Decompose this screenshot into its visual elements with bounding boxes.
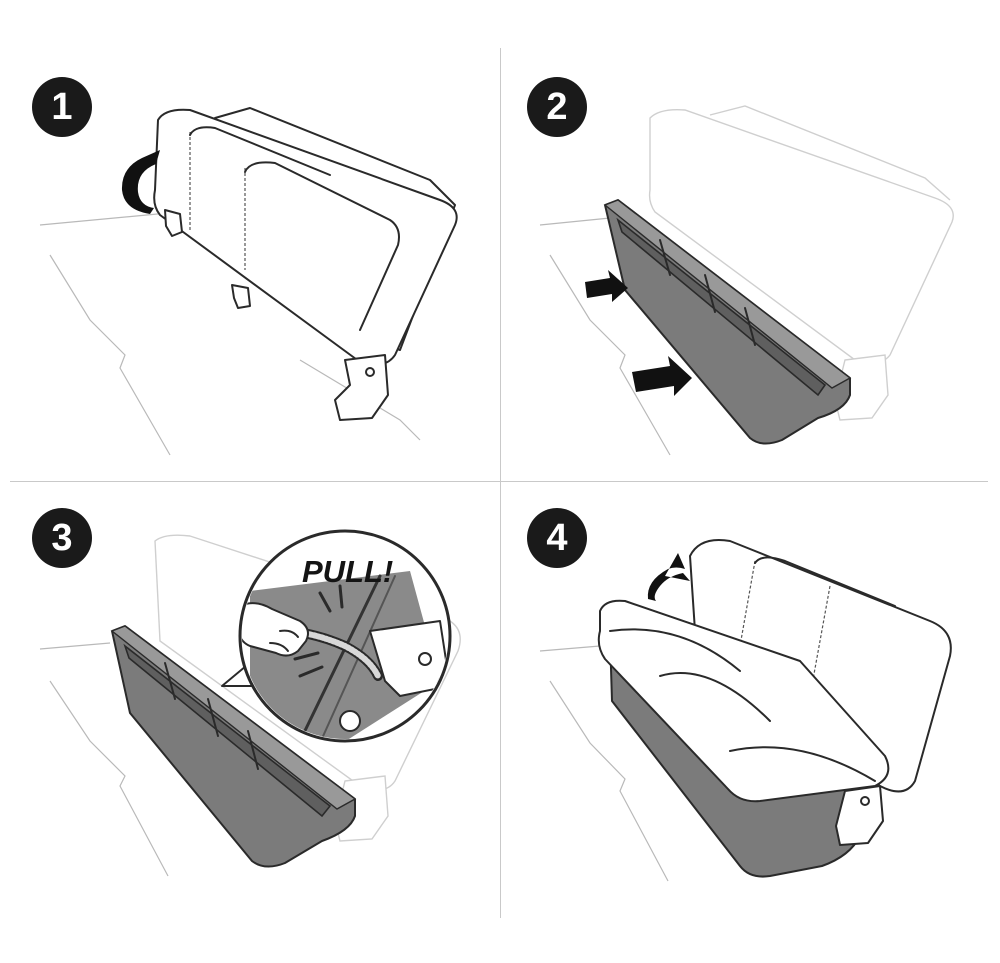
hinge-bracket	[334, 354, 389, 421]
step-3-panel: 3 PULL!	[0, 481, 500, 962]
curved-arrow-icon	[647, 553, 690, 601]
step-3-illustration	[39, 529, 461, 877]
seat-back	[689, 539, 952, 793]
step-4-illustration	[539, 539, 952, 882]
floor-outline	[49, 680, 169, 877]
push-arrow-icon	[632, 356, 692, 396]
hinge-bracket	[835, 785, 884, 846]
seat-cushion	[597, 599, 890, 803]
callout-edge	[298, 574, 382, 739]
tray-rim	[110, 625, 357, 810]
floor-outline	[549, 680, 669, 882]
vertical-divider	[500, 48, 501, 918]
tray-divider	[247, 730, 259, 770]
hand-finger	[279, 629, 299, 638]
step-number: 2	[546, 85, 568, 128]
step-number: 3	[51, 516, 73, 559]
back-seam	[809, 585, 831, 697]
cushion-panel	[609, 628, 741, 672]
motion-mark	[318, 591, 332, 613]
callout-bracket	[369, 620, 448, 697]
step-number-badge: 3	[32, 508, 92, 568]
step-number: 4	[546, 516, 568, 559]
tray-divider	[659, 239, 671, 276]
step-number: 1	[51, 85, 73, 128]
tray-divider	[704, 274, 716, 313]
motion-mark	[293, 651, 320, 661]
hinge-bolt	[365, 367, 375, 377]
step-1-panel: 1	[0, 0, 500, 481]
cushion-panel	[659, 672, 771, 722]
tray-divider	[744, 307, 756, 346]
callout-tray-surface	[250, 571, 440, 739]
motion-mark	[298, 665, 324, 678]
cushion-panel	[244, 161, 400, 331]
floor-outline	[39, 642, 111, 650]
back-seam	[739, 560, 756, 647]
floor-outline	[49, 254, 171, 456]
step-1-illustration	[39, 107, 458, 456]
hinge-bolt	[860, 796, 870, 806]
step-number-badge: 1	[32, 77, 92, 137]
seat-faded	[648, 108, 954, 364]
cushion-panel	[729, 746, 876, 782]
cushion-panel	[189, 126, 331, 176]
tray-wall	[123, 643, 332, 818]
tray-wall	[616, 217, 827, 397]
step-4-panel: 4	[500, 481, 1000, 962]
floor-outline	[539, 645, 601, 652]
floor-outline	[549, 254, 671, 456]
step-number-badge: 4	[527, 508, 587, 568]
hand-finger	[269, 642, 289, 652]
step-2-panel: 2	[500, 0, 1000, 481]
tray-rim	[603, 199, 852, 389]
back-panel	[754, 556, 896, 607]
step-number-badge: 2	[527, 77, 587, 137]
seat-clip	[231, 284, 251, 309]
tray-divider	[207, 698, 219, 737]
floor-outline	[539, 217, 611, 226]
curved-arrow-icon	[121, 150, 160, 214]
callout-knob	[339, 710, 361, 732]
callout-bolt	[418, 652, 432, 666]
seat-clip	[164, 209, 183, 237]
motion-mark	[338, 584, 344, 609]
horizontal-divider	[10, 481, 988, 482]
tray-divider	[164, 662, 176, 700]
seat-cushion	[153, 108, 458, 366]
floor-outline	[299, 359, 421, 441]
push-arrow-icon	[585, 270, 628, 302]
hand-icon	[242, 602, 309, 657]
pull-callout-text: PULL!	[302, 554, 394, 589]
step-2-illustration	[539, 105, 954, 456]
seat-back-faded	[709, 105, 951, 201]
